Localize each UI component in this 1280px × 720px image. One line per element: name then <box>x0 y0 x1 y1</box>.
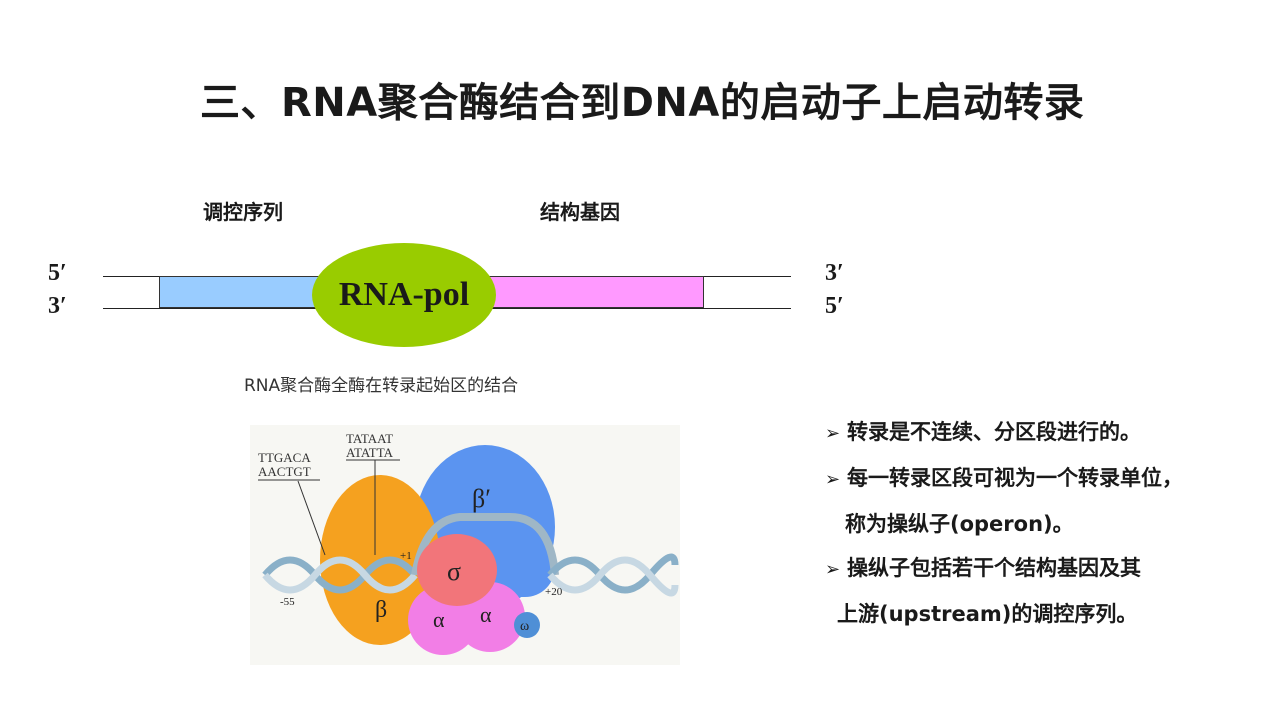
beta-label: β <box>375 597 387 623</box>
omega-label: ω <box>520 619 529 634</box>
bullet-3-text-line1: 操纵子包括若干个结构基因及其 <box>847 556 1141 580</box>
minus10-seq-bottom: ATATTA <box>346 445 394 460</box>
bullet-2: ➢ 每一转录区段可视为一个转录单位， <box>825 456 1265 502</box>
plus20-label: +20 <box>545 586 563 598</box>
minus55-label: -55 <box>280 596 295 608</box>
dna-helix-right-a <box>547 553 679 594</box>
omega-subunit <box>514 612 540 638</box>
minus35-seq-bottom: AACTGT <box>258 464 311 479</box>
arrow-bullet-icon: ➢ <box>825 559 841 580</box>
dna-helix-left-a <box>262 556 418 594</box>
rna-polymerase-oval: RNA-pol <box>312 243 496 347</box>
top-right-end-label: 3′ <box>825 260 844 286</box>
bottom-left-end-label: 3′ <box>48 293 67 319</box>
sigma-subunit <box>417 534 497 606</box>
alpha-label-1: α <box>433 607 445 632</box>
holoenzyme-figure: TTGACA AACTGT TATAAT ATATTA β′ β σ α α ω… <box>250 425 680 665</box>
minus35-seq-top: TTGACA <box>258 450 311 465</box>
dna-helix-right-b <box>547 556 679 597</box>
arrow-bullet-icon: ➢ <box>825 423 841 444</box>
sigma-label: σ <box>447 557 461 586</box>
bullet-3: ➢ 操纵子包括若干个结构基因及其 <box>825 546 1265 592</box>
regulatory-sequence-label: 调控序列 <box>203 200 283 224</box>
regulatory-sequence-box <box>159 276 329 308</box>
minus35-pointer <box>297 480 326 556</box>
bottom-right-end-label: 5′ <box>825 293 844 319</box>
bullet-3-continuation: 上游(upstream)的调控序列。 <box>825 592 1265 636</box>
transcription-bubble-strand <box>411 513 559 576</box>
bullet-list: ➢ 转录是不连续、分区段进行的。 ➢ 每一转录区段可视为一个转录单位， 称为操纵子(… <box>825 410 1265 636</box>
arrow-bullet-icon: ➢ <box>825 469 841 490</box>
rna-polymerase-label: RNA-pol <box>338 276 470 313</box>
minus10-seq-top: TATAAT <box>346 431 393 446</box>
bullet-2-text-line1: 每一转录区段可视为一个转录单位， <box>847 466 1183 490</box>
structural-gene-label: 结构基因 <box>540 200 620 224</box>
bullet-2-continuation: 称为操纵子(operon)。 <box>825 502 1265 546</box>
dna-helix-left-b <box>262 556 418 594</box>
figure-caption: RNA聚合酶全酶在转录起始区的结合 <box>244 376 519 396</box>
bullet-1: ➢ 转录是不连续、分区段进行的。 <box>825 410 1265 456</box>
structural-gene-box <box>480 276 704 308</box>
bullet-1-text: 转录是不连续、分区段进行的。 <box>847 420 1141 444</box>
beta-prime-label: β′ <box>472 484 491 513</box>
bullet-3-text-line2: 上游(upstream)的调控序列。 <box>837 602 1138 626</box>
top-left-end-label: 5′ <box>48 260 67 286</box>
plus1-label: +1 <box>400 550 412 562</box>
bullet-2-text-line2: 称为操纵子(operon)。 <box>845 512 1074 536</box>
alpha-label-2: α <box>480 602 492 627</box>
slide-title: 三、RNA聚合酶结合到DNA的启动子上启动转录 <box>200 80 1085 126</box>
